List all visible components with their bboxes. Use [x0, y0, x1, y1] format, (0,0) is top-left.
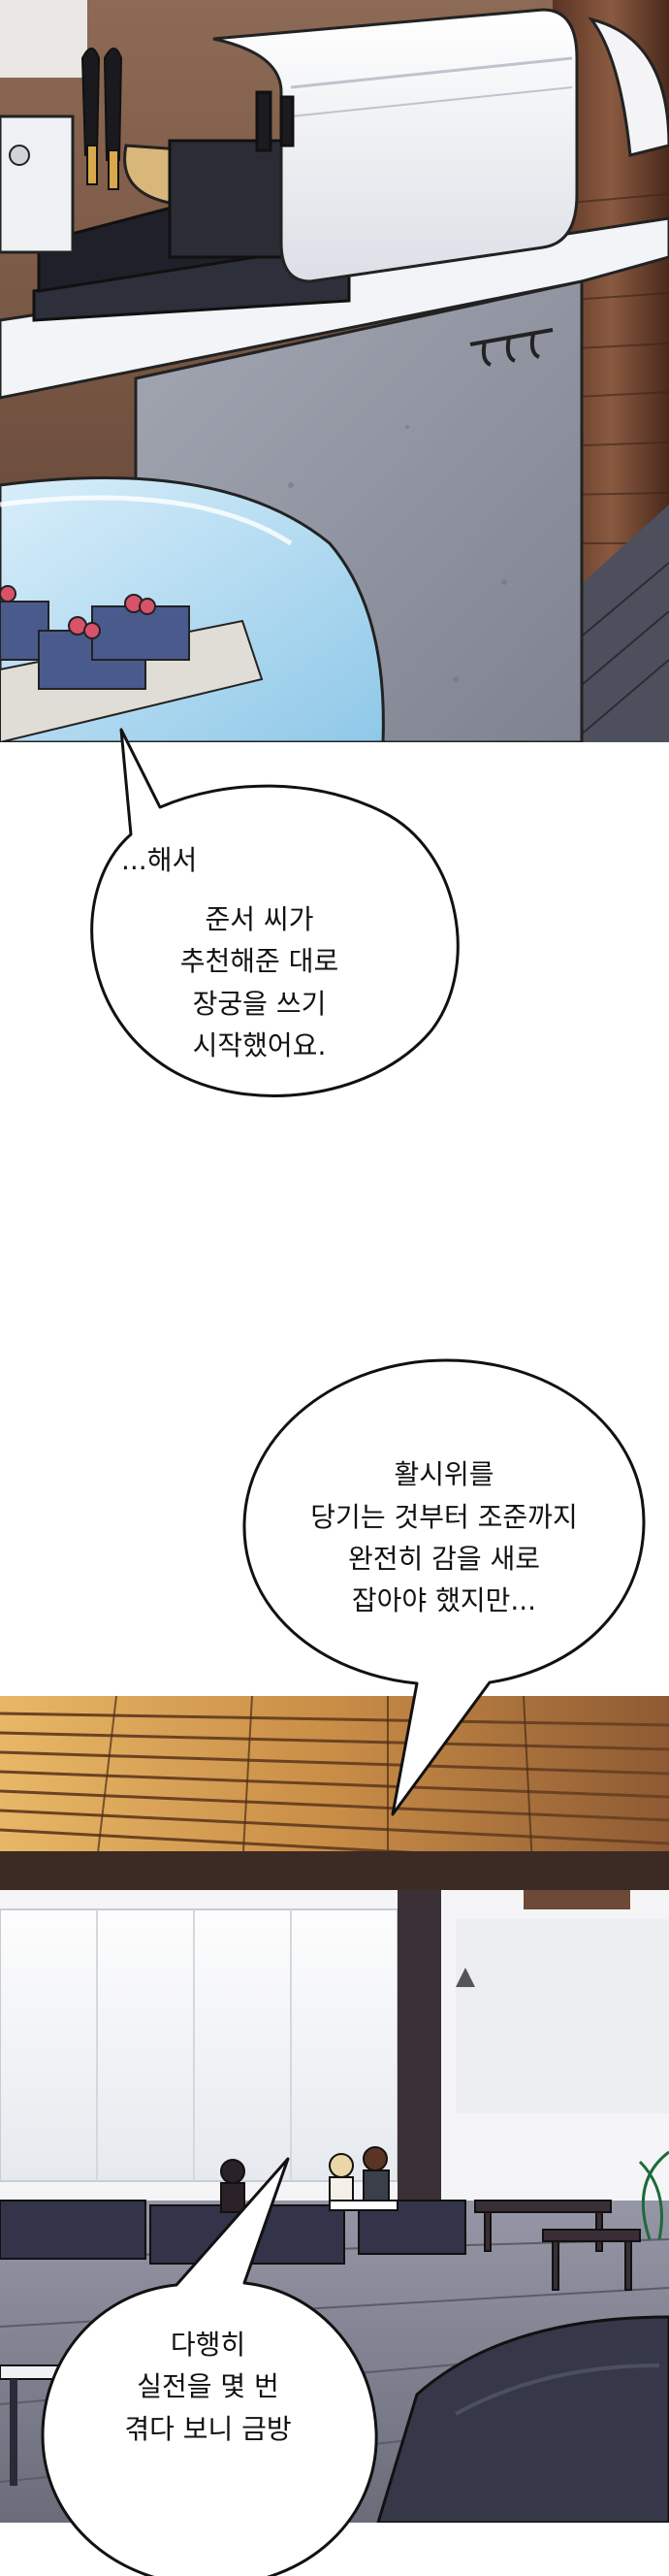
speech-bubble-3: 다행히 실전을 몇 번 겪다 보니 금방: [31, 2157, 385, 2576]
cafe-counter-panel: [0, 0, 669, 742]
speech-bubble-outline: [41, 2157, 378, 2576]
bubble-3-text: 다행히 실전을 몇 번 겪다 보니 금방: [124, 2324, 291, 2450]
bubble-3-line-1: 다행히: [170, 2328, 246, 2361]
bubble-1-line-1: ...해서: [121, 843, 198, 876]
bubble-2-line-4: 잡아야 했지만...: [351, 1584, 537, 1617]
cafe-counter-illustration: [0, 0, 669, 742]
bubble-2-line-2: 당기는 것부터 조준까지: [310, 1500, 578, 1533]
bubble-2-line-1: 활시위를: [394, 1458, 494, 1491]
bubble-3-line-2: 실전을 몇 번: [137, 2370, 279, 2403]
bubble-1-line-3: 추천해준 대로: [179, 945, 339, 978]
bubble-1-line-4: 장궁을 쓰기: [192, 987, 327, 1020]
bubble-3-line-3: 겪다 보니 금방: [124, 2412, 292, 2445]
speech-bubble-outline: [242, 1358, 646, 1816]
speech-bubble-outline: [90, 728, 460, 1097]
bubble-1-line-2: 준서 씨가: [205, 902, 314, 935]
bubble-1-line-5: 시작했어요.: [192, 1029, 327, 1062]
speech-bubble-1: ...해서 준서 씨가 추천해준 대로 장궁을 쓰기 시작했어요.: [53, 720, 465, 1127]
bubble-2-line-3: 완전히 감을 새로: [347, 1543, 541, 1575]
speech-bubble-2: 활시위를 당기는 것부터 조준까지 완전히 감을 새로 잡아야 했지만...: [233, 1349, 655, 1816]
